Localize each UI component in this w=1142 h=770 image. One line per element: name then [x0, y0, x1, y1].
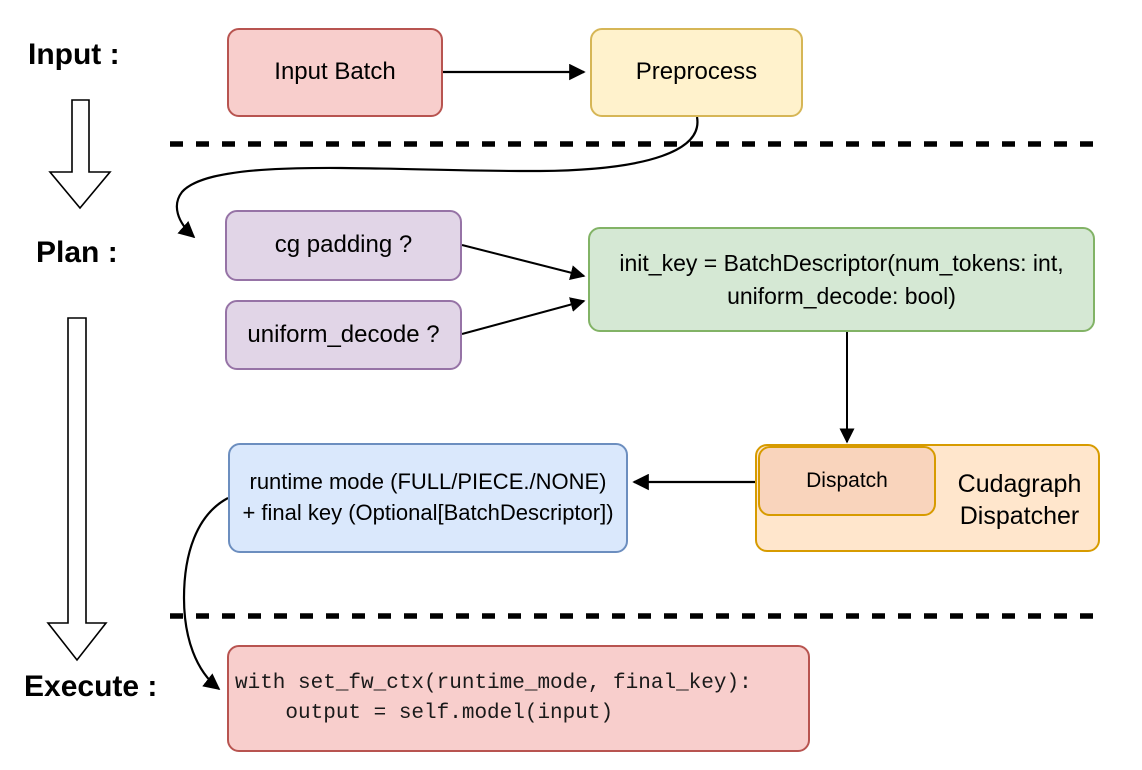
node-preprocess: Preprocess [590, 28, 803, 117]
node-execute-code: with set_fw_ctx(runtime_mode, final_key)… [227, 645, 810, 752]
node-cg-padding: cg padding ? [225, 210, 462, 281]
execute-code-line2: output = self.model(input) [235, 701, 614, 725]
node-dispatch: Dispatch [758, 446, 936, 516]
node-init-key-line2: uniform_decode: bool) [727, 282, 956, 309]
execute-code-line1: with set_fw_ctx(runtime_mode, final_key)… [235, 671, 752, 695]
node-init-key: init_key = BatchDescriptor(num_tokens: i… [588, 227, 1095, 332]
hollow-arrow-plan-to-execute [46, 317, 108, 662]
node-preprocess-label: Preprocess [635, 58, 758, 86]
curve-runtime-mode-to-execute-code [182, 497, 229, 691]
stage-label-input: Input : [28, 38, 120, 71]
node-input-batch-label: Input Batch [274, 58, 396, 86]
node-cudagraph-dispatcher-label: Cudagraph Dispatcher [937, 446, 1102, 554]
hollow-arrow-input-to-plan [48, 99, 112, 210]
node-init-key-line1: init_key = BatchDescriptor(num_tokens: i… [619, 250, 1064, 277]
node-uniform-decode: uniform_decode ? [225, 300, 462, 370]
node-runtime-mode-line2: + final key (Optional[BatchDescriptor]) [242, 500, 614, 525]
node-cg-padding-label: cg padding ? [274, 231, 413, 259]
node-runtime-mode: runtime mode (FULL/PIECE./NONE) + final … [228, 443, 628, 553]
arrow-uniform-decode-to-init-key [461, 297, 586, 335]
node-runtime-mode-line1: runtime mode (FULL/PIECE./NONE) [249, 469, 607, 495]
node-dispatch-label: Dispatch [806, 468, 888, 492]
node-cudagraph-line1: Cudagraph [957, 469, 1082, 498]
node-input-batch: Input Batch [227, 28, 443, 117]
stage-label-execute: Execute : [24, 670, 158, 703]
arrow-cg-padding-to-init-key [461, 244, 586, 280]
node-uniform-decode-label: uniform_decode ? [247, 320, 440, 348]
stage-label-plan: Plan : [36, 236, 118, 269]
node-cudagraph-line2: Dispatcher [959, 502, 1080, 530]
